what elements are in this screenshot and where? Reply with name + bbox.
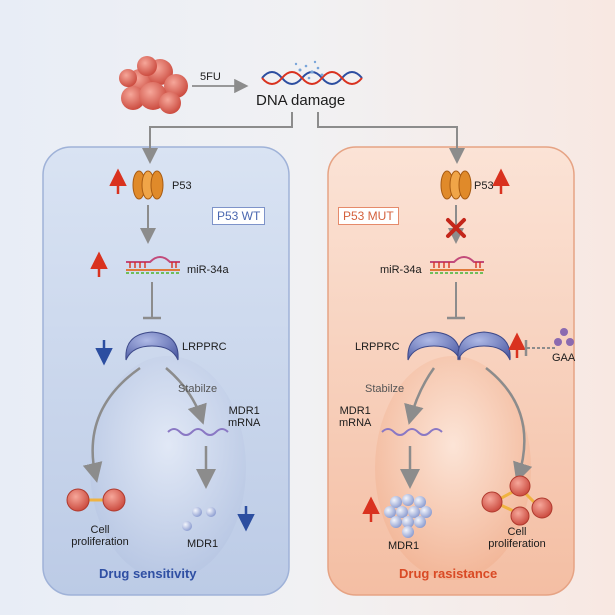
cell-proliferation-label: Cell proliferation [55,524,145,548]
lrpprc-label: LRPPRC [182,341,227,353]
mirna-mut-label: miR-34a [380,264,422,276]
blocked-cross-icon [446,218,466,238]
p53-wt-tag: P53 WT [212,207,266,225]
p53-protein-icon [132,170,164,200]
lrpprc-mut-protein-icon-2 [457,331,511,361]
p53-mut-label: P53 [474,180,494,192]
mirna-label: miR-34a [187,264,229,276]
lrpprc-mut-to-mrna-arrow [404,367,436,425]
p53-label: P53 [172,180,192,192]
cell-mut-line1: Cell [507,526,527,538]
cell-line2: proliferation [71,536,129,549]
stabilize-mut-label: Stabilze [365,383,405,395]
mdr1-mut-label: MDR1 [388,540,420,552]
mrna-wave-icon [167,428,229,436]
p53-mut-tag: P53 MUT [338,207,399,225]
cell-proliferation-mut-label: Cell proliferation [472,526,562,550]
tumor-cluster-icon [119,56,188,114]
lrpprc-protein-icon [125,331,179,361]
lrpprc-mut-protein-icon-1 [407,331,461,361]
proliferating-cells-icon [66,488,126,512]
mdr1-mrna-label: MDR1 mRNA [228,405,260,429]
lrpprc-mut-label: LRPPRC [355,341,400,353]
drug-sensitivity-label: Drug sensitivity [99,566,197,581]
p53-mut-protein-icon [440,170,472,200]
drug-resistance-label: Drug rasistance [399,566,498,581]
lrpprc-to-proliferation-arrow [82,366,141,483]
cell-line1: Cell [90,524,110,536]
lrpprc-to-mrna-arrow [165,367,207,425]
mrna-mut-wave-icon [381,428,443,436]
proliferating-cells-mut-icon [481,475,553,526]
mdr1-mrna-line2: mRNA [228,417,261,430]
branch-arrow-mut [317,112,465,164]
mdr1-mrna-mut-line1: MDR1 [339,405,371,417]
mirna-hairpin-icon [126,256,180,274]
stabilize-label: Stabilze [178,383,218,395]
cell-mut-line2: proliferation [488,538,546,551]
mdr1-mrna-mut-label: MDR1 mRNA [339,405,371,429]
mdr1-mrna-mut-line2: mRNA [339,417,372,430]
lrpprc-mut-to-proliferation-arrow [485,367,533,483]
dna-helix-icon [261,60,363,85]
5fu-label: 5FU [200,71,221,83]
mirna-mut-hairpin-icon [430,256,484,274]
wt-nucleus [90,356,246,580]
gaa-label: GAA [552,352,576,364]
mdr1-label: MDR1 [187,538,219,550]
mdr1-mrna-line1: MDR1 [228,405,260,417]
branch-arrow-wt [142,112,293,164]
dna-damage-label: DNA damage [256,92,346,109]
mdr1-beads-icon [182,507,216,531]
mdr1-mut-beads-icon [384,494,432,538]
gaa-molecule-icon [554,328,574,346]
